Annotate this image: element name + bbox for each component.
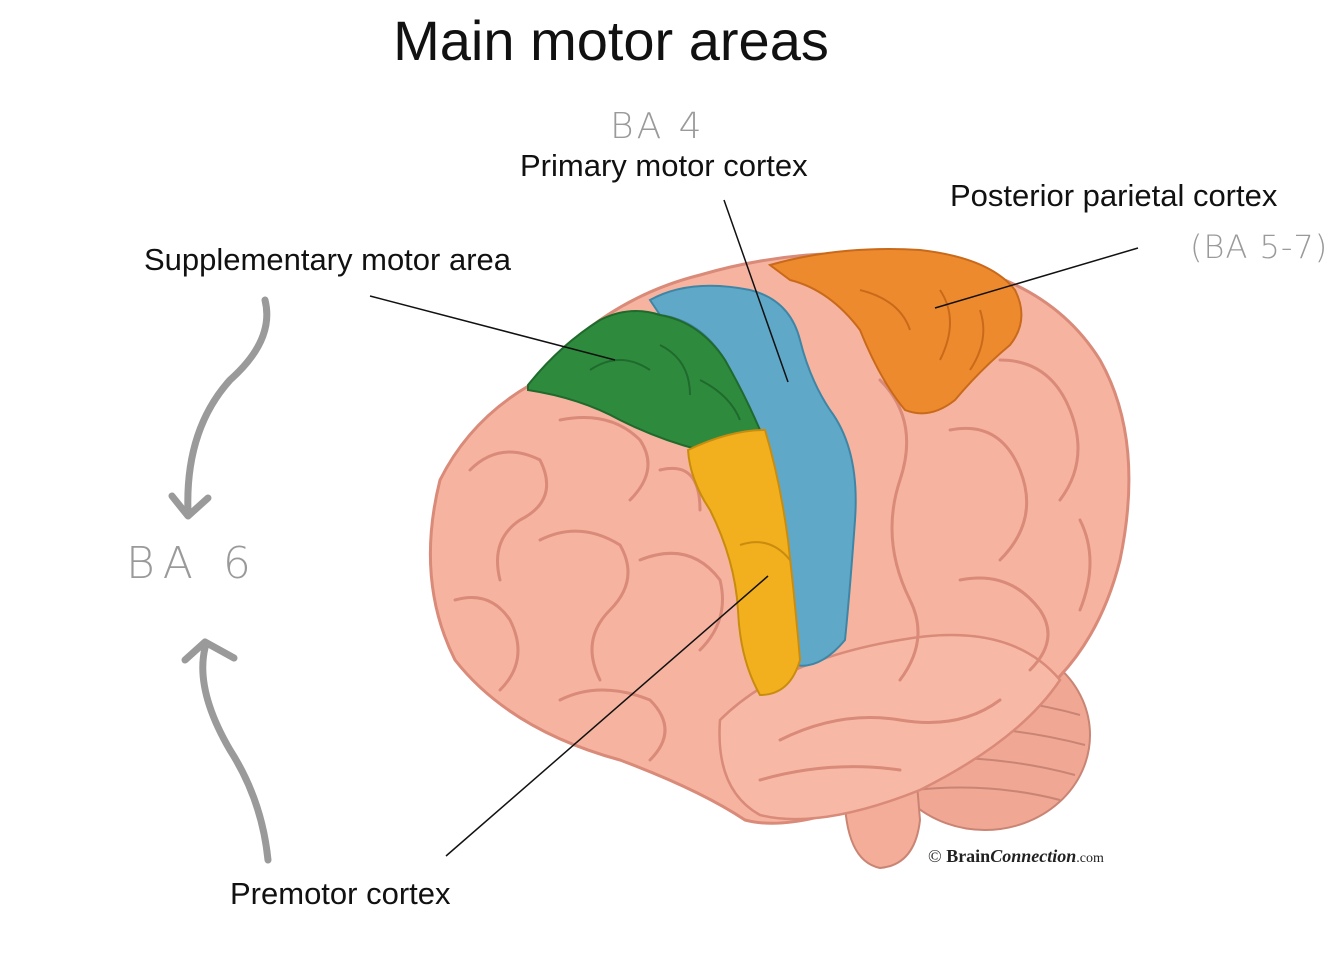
handwritten-arrows <box>168 296 272 864</box>
copyright-symbol: © <box>928 846 942 866</box>
premotor-region <box>686 428 802 697</box>
supplementary-motor-region <box>527 310 762 452</box>
arrow-up-icon <box>199 644 272 864</box>
credit-tld: .com <box>1076 851 1104 866</box>
credit-brand-italic: Connection <box>990 846 1077 866</box>
label-premotor-cortex: Premotor cortex <box>230 876 451 911</box>
arrow-down-icon <box>184 296 271 516</box>
credit-brand: Brain <box>946 846 991 866</box>
label-posterior-parietal-cortex: Posterior parietal cortex <box>950 178 1278 213</box>
page-title: Main motor areas <box>393 9 829 72</box>
leader-premotor <box>445 575 769 857</box>
leader-supplementary <box>369 295 616 361</box>
leader-primary <box>723 199 789 383</box>
handwritten-ba4: BA 4 <box>610 106 705 147</box>
handwritten-ba6: BA 6 <box>126 538 259 589</box>
posterior-parietal-region <box>767 248 1023 415</box>
label-primary-motor-cortex: Primary motor cortex <box>520 148 808 183</box>
handwritten-ba5-7: (BA 5-7) <box>1190 228 1329 266</box>
image-credit: © BrainConnection.com <box>928 846 1104 867</box>
label-supplementary-motor-area: Supplementary motor area <box>144 242 512 277</box>
gyri-texture <box>453 358 1092 782</box>
leader-parietal <box>934 247 1139 309</box>
leader-lines <box>369 199 1139 857</box>
